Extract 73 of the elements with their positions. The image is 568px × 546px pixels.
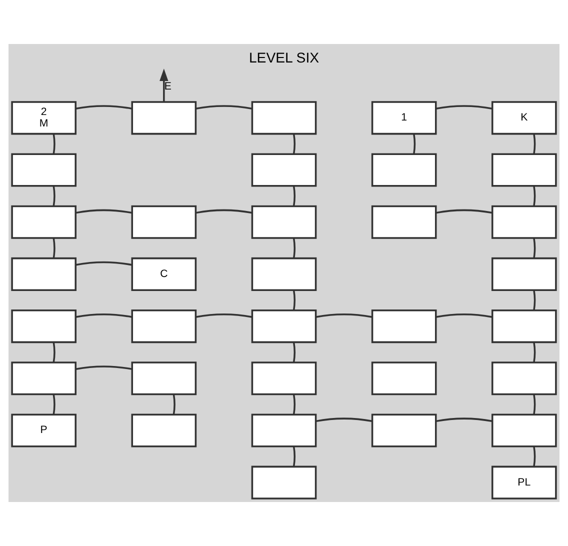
connector — [436, 418, 492, 422]
connector — [292, 290, 296, 310]
node-box — [251, 205, 317, 239]
node-box: PL — [492, 466, 557, 500]
connector — [436, 314, 492, 318]
diagram-title: LEVEL SIX — [248, 49, 320, 66]
connector — [533, 238, 536, 258]
node-box — [11, 153, 76, 187]
connector — [52, 134, 56, 154]
connector — [292, 186, 296, 206]
connector — [533, 290, 536, 310]
connector — [196, 105, 252, 110]
connector — [533, 186, 536, 206]
node-box — [131, 101, 197, 135]
node-box — [251, 310, 317, 344]
connector — [52, 186, 56, 206]
node-box — [131, 205, 197, 239]
node-box — [11, 205, 76, 239]
node-box — [251, 466, 317, 500]
node-box — [371, 414, 437, 448]
node-box: 2 M — [11, 101, 76, 135]
connector — [436, 209, 492, 214]
node-box — [492, 205, 557, 239]
node-box — [492, 310, 557, 344]
connector — [533, 134, 536, 154]
node-box — [131, 362, 197, 396]
node-box — [11, 362, 76, 396]
node-box — [492, 257, 557, 291]
connector — [76, 105, 132, 110]
node-box: C — [131, 257, 197, 291]
connector — [292, 238, 296, 258]
node-box: P — [11, 414, 76, 448]
node-box — [251, 362, 317, 396]
node-box — [251, 257, 317, 291]
node-box: 1 — [371, 101, 437, 135]
connector — [533, 446, 536, 467]
connector — [292, 394, 296, 415]
connector — [172, 394, 176, 415]
connector — [533, 342, 536, 363]
node-box — [492, 362, 557, 396]
connector — [52, 342, 56, 363]
arrow — [160, 68, 168, 102]
node-box — [492, 414, 557, 448]
connector — [413, 134, 416, 154]
node-box — [492, 153, 557, 187]
connector — [292, 342, 296, 363]
connector — [292, 134, 296, 154]
connector — [292, 446, 296, 467]
node-box — [371, 205, 437, 239]
node-box — [11, 310, 76, 344]
node-box: K — [492, 101, 557, 135]
connector — [52, 238, 56, 258]
connector — [52, 394, 56, 415]
connector — [76, 314, 132, 318]
node-box — [131, 414, 197, 448]
connector — [196, 314, 252, 318]
node-box — [11, 257, 76, 291]
connector — [316, 314, 372, 318]
connector — [436, 105, 492, 110]
connector — [76, 209, 132, 214]
node-box — [251, 101, 317, 135]
connector — [76, 366, 132, 370]
node-box — [251, 414, 317, 448]
node-box — [371, 310, 437, 344]
connector — [196, 209, 252, 214]
edge-label: E — [164, 80, 172, 92]
connector — [76, 261, 132, 266]
node-box — [251, 153, 317, 187]
node-box — [131, 310, 197, 344]
connector — [316, 418, 372, 422]
node-box — [371, 362, 437, 396]
node-box — [371, 153, 437, 187]
connector — [533, 394, 536, 415]
